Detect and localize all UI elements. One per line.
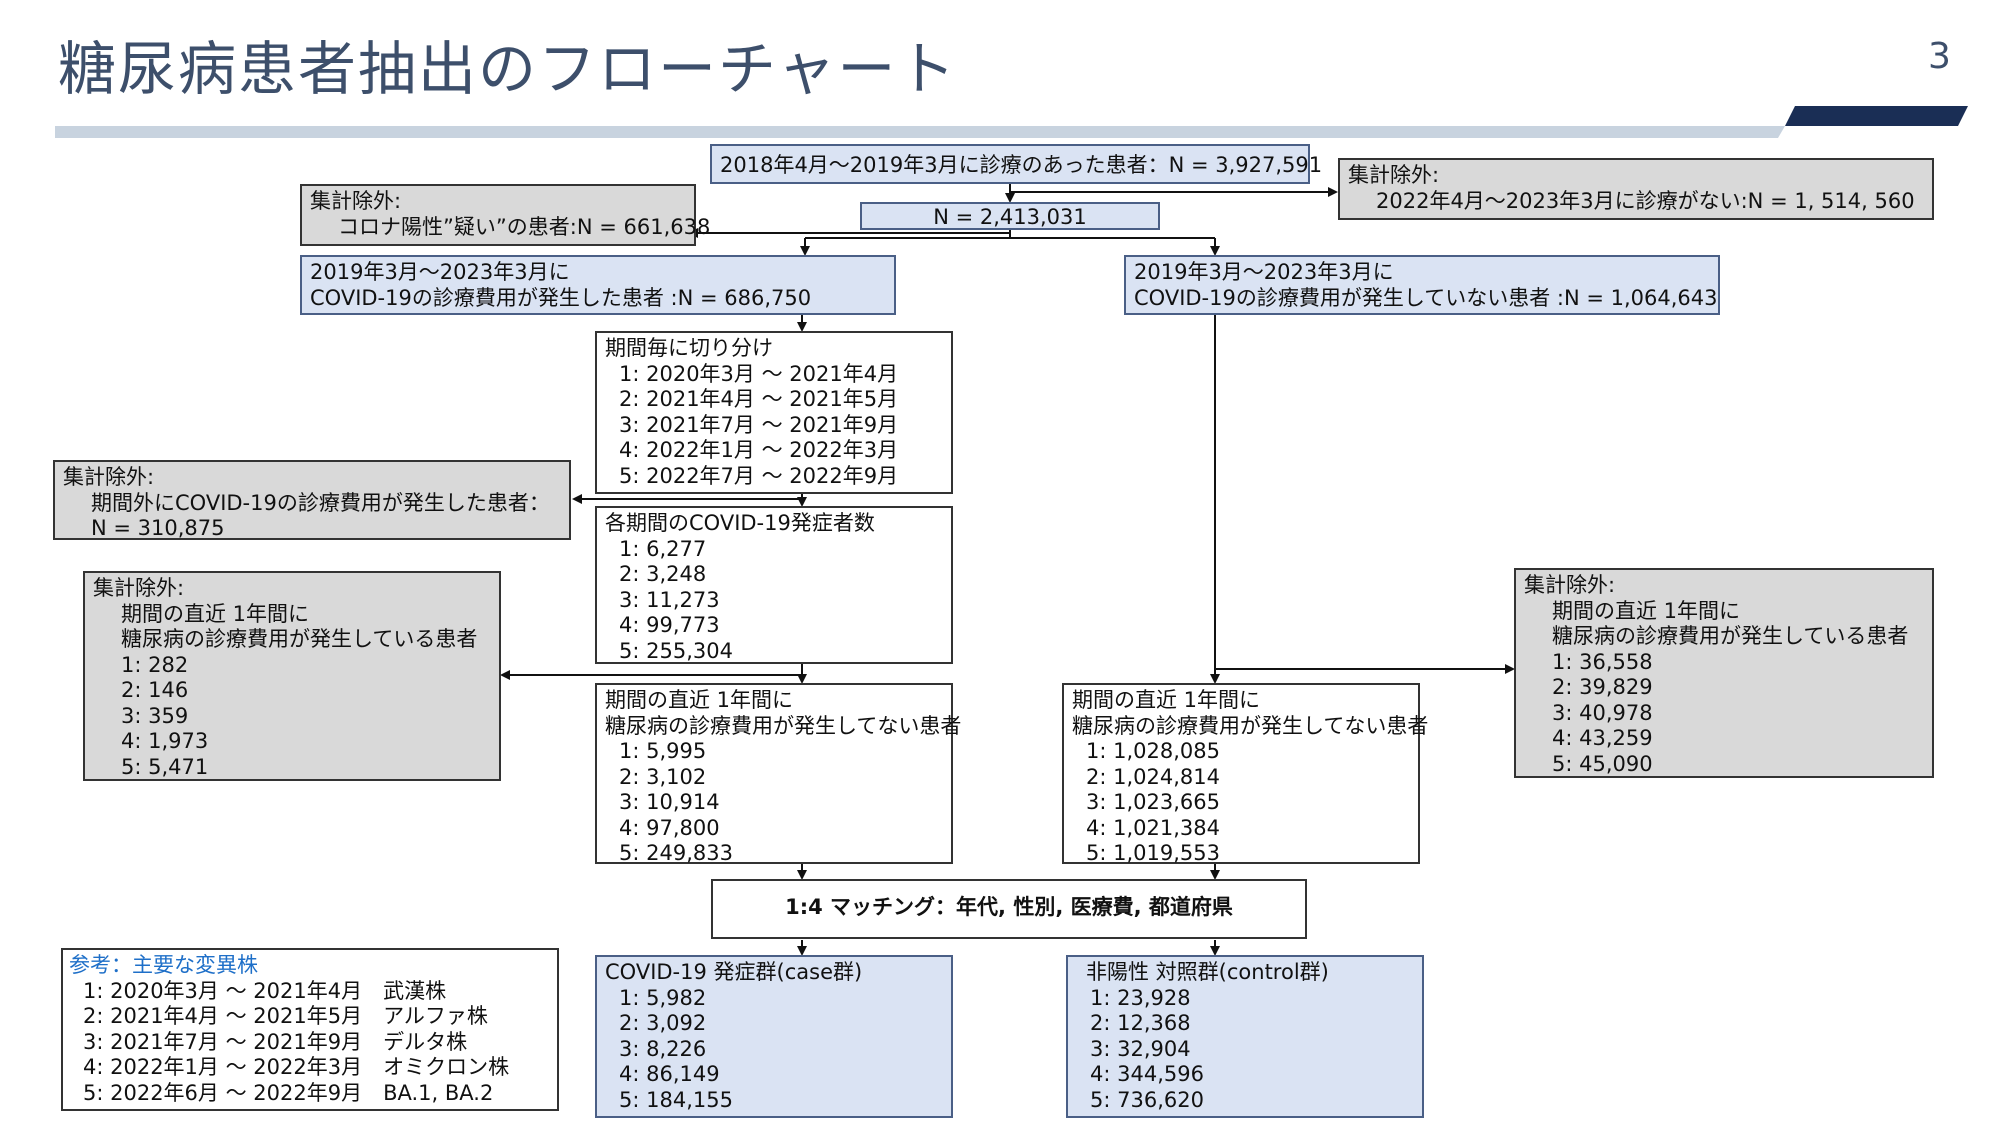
period-item: 4: 2022年1月 〜 2022年3月 [619,438,899,462]
covid-cost-count: COVID-19の診療費用が発生した患者 :N = 686,750 [310,285,812,310]
exclusion-detail: 2022年4月〜2023年3月に診療がない:N = 1, 514, 560 [1376,188,1915,213]
period-item: 2: 2021年4月 〜 2021年5月 [619,387,899,411]
onset-item: 2: 3,248 [619,562,707,586]
covid-cost-period: 2019年3月〜2023年3月に [310,260,570,284]
variant-reference-title: 参考：主要な変異株 [69,953,258,977]
exclusion-header: 集計除外: [1524,573,1616,597]
case-group-box: COVID-19 発症群(case群) 1: 5,982 2: 3,092 3:… [595,955,953,1118]
control-group-header: 非陽性 対照群(control群) [1086,960,1329,984]
no-diabetes-item: 2: 1,024,814 [1086,764,1220,789]
exclusion-item: 3: 359 [121,703,189,728]
all-patients-text: 2018年4月〜2019年3月に診療のあった患者：N = 3,927,591 [720,153,1323,177]
no-diabetes-line2: 糖尿病の診療費用が発生してない患者 [1072,713,1429,738]
exclusion-no-visit-box: 集計除外: 2022年4月〜2023年3月に診療がない:N = 1, 514, … [1338,158,1934,220]
exclusion-item: 1: 282 [121,652,189,677]
no-diabetes-control-box: 期間の直近 1年間に 糖尿病の診療費用が発生してない患者 1: 1,028,08… [1062,683,1429,865]
variant-reference-item: 5: 2022年6月 〜 2022年9月 BA.1, BA.2 [83,1080,494,1105]
no-diabetes-item: 3: 1,023,665 [1086,790,1220,814]
exclusion-detail: 期間の直近 1年間に [1552,598,1741,623]
no-diabetes-case-box: 期間の直近 1年間に 糖尿病の診療費用が発生してない患者 1: 5,995 2:… [595,683,962,865]
band-light [55,126,1785,138]
control-group-item: 2: 12,368 [1090,1011,1191,1035]
no-diabetes-item: 1: 5,995 [619,739,707,763]
no-diabetes-item: 3: 10,914 [619,790,720,814]
exclusion-header: 集計除外: [1348,163,1440,187]
case-group-item: 1: 5,982 [619,985,707,1010]
exclusion-detail: コロナ陽性”疑い”の患者:N = 661,638 [338,214,711,239]
period-split-header: 期間毎に切り分け [605,336,773,360]
period-item: 3: 2021年7月 〜 2021年9月 [619,412,899,437]
no-diabetes-item: 5: 249,833 [619,841,733,865]
case-group-item: 3: 8,226 [619,1036,707,1061]
covid-cost-patients-box: 2019年3月〜2023年3月に COVID-19の診療費用が発生した患者 :N… [300,255,896,315]
exclusion-detail: 糖尿病の診療費用が発生している患者 [121,627,478,651]
control-group-item: 3: 32,904 [1090,1036,1191,1061]
band-dark [1785,106,1968,126]
variant-reference-box: 参考：主要な変異株 1: 2020年3月 〜 2021年4月 武漢株 2: 20… [61,948,559,1111]
exclusion-detail: 期間外にCOVID-19の診療費用が発生した患者： [91,490,550,515]
no-diabetes-item: 2: 3,102 [619,764,707,789]
non-covid-count: COVID-19の診療費用が発生していない患者 :N = 1,064,643 [1134,285,1718,310]
exclusion-item: 5: 5,471 [121,754,209,779]
exclusion-item: 3: 40,978 [1552,700,1653,725]
all-patients-box: 2018年4月〜2019年3月に診療のあった患者：N = 3,927,591 [710,144,1322,184]
control-group-item: 4: 344,596 [1090,1062,1204,1086]
case-group-item: 5: 184,155 [619,1087,733,1112]
exclusion-header: 集計除外: [63,465,155,489]
exclusion-diabetes-case-box: 集計除外: 期間の直近 1年間に 糖尿病の診療費用が発生している患者 1: 28… [83,571,501,781]
variant-reference-item: 3: 2021年7月 〜 2021年9月 デルタ株 [83,1029,468,1054]
exclusion-item: 1: 36,558 [1552,649,1653,674]
exclusion-detail: 期間の直近 1年間に [121,601,310,626]
matching-criteria: 1:4 マッチング：年代, 性別, 医療費, 都道府県 [785,895,1233,919]
no-diabetes-item: 1: 1,028,085 [1086,739,1220,763]
no-diabetes-item: 4: 1,021,384 [1086,815,1220,840]
covid-onset-header: 各期間のCOVID-19発症者数 [605,511,875,535]
no-diabetes-line1: 期間の直近 1年間に [1072,688,1261,712]
n-total-box: N = 2,413,031 [860,202,1160,230]
exclusion-header: 集計除外: [93,576,185,600]
no-diabetes-line1: 期間の直近 1年間に [605,688,794,712]
variant-reference-item: 2: 2021年4月 〜 2021年5月 アルファ株 [83,1004,488,1028]
exclusion-header: 集計除外: [310,189,402,213]
onset-item: 1: 6,277 [619,536,707,561]
case-group-item: 2: 3,092 [619,1011,707,1035]
control-group-item: 1: 23,928 [1090,985,1191,1010]
onset-item: 5: 255,304 [619,638,733,663]
slide-title: 糖尿病患者抽出のフローチャート [58,35,958,103]
onset-item: 4: 99,773 [619,613,720,637]
exclusion-item: 2: 146 [121,678,189,702]
period-item: 1: 2020年3月 〜 2021年4月 [619,361,899,386]
no-diabetes-line2: 糖尿病の診療費用が発生してない患者 [605,713,962,738]
exclusion-count: N = 310,875 [91,516,225,540]
period-item: 5: 2022年7月 〜 2022年9月 [619,463,899,488]
matching-box: 1:4 マッチング：年代, 性別, 医療費, 都道府県 [711,879,1307,939]
n-total-text: N = 2,413,031 [933,205,1087,229]
case-group-item: 4: 86,149 [619,1062,720,1086]
non-covid-patients-box: 2019年3月〜2023年3月に COVID-19の診療費用が発生していない患者… [1124,255,1720,315]
exclusion-suspected-box: 集計除外: コロナ陽性”疑い”の患者:N = 661,638 [300,184,711,246]
exclusion-detail: 糖尿病の診療費用が発生している患者 [1552,624,1909,648]
exclusion-item: 4: 1,973 [121,729,209,753]
covid-onset-box: 各期間のCOVID-19発症者数 1: 6,277 2: 3,248 3: 11… [595,506,953,664]
exclusion-out-of-period-box: 集計除外: 期間外にCOVID-19の診療費用が発生した患者： N = 310,… [53,460,571,540]
exclusion-diabetes-control-box: 集計除外: 期間の直近 1年間に 糖尿病の診療費用が発生している患者 1: 36… [1514,568,1934,778]
exclusion-item: 2: 39,829 [1552,675,1653,699]
title-underline-band [55,106,1968,138]
exclusion-item: 5: 45,090 [1552,751,1653,776]
no-diabetes-item: 4: 97,800 [619,815,720,840]
period-split-box: 期間毎に切り分け 1: 2020年3月 〜 2021年4月 2: 2021年4月… [595,331,953,494]
page-number: 3 [1928,36,1951,77]
no-diabetes-item: 5: 1,019,553 [1086,841,1220,865]
onset-item: 3: 11,273 [619,587,720,612]
variant-reference-item: 1: 2020年3月 〜 2021年4月 武漢株 [83,978,447,1003]
control-group-box: 非陽性 対照群(control群) 1: 23,928 2: 12,368 3:… [1066,955,1424,1118]
exclusion-item: 4: 43,259 [1552,726,1653,750]
control-group-item: 5: 736,620 [1090,1087,1204,1112]
case-group-header: COVID-19 発症群(case群) [605,960,863,984]
non-covid-period: 2019年3月〜2023年3月に [1134,260,1394,284]
variant-reference-item: 4: 2022年1月 〜 2022年3月 オミクロン株 [83,1055,510,1079]
